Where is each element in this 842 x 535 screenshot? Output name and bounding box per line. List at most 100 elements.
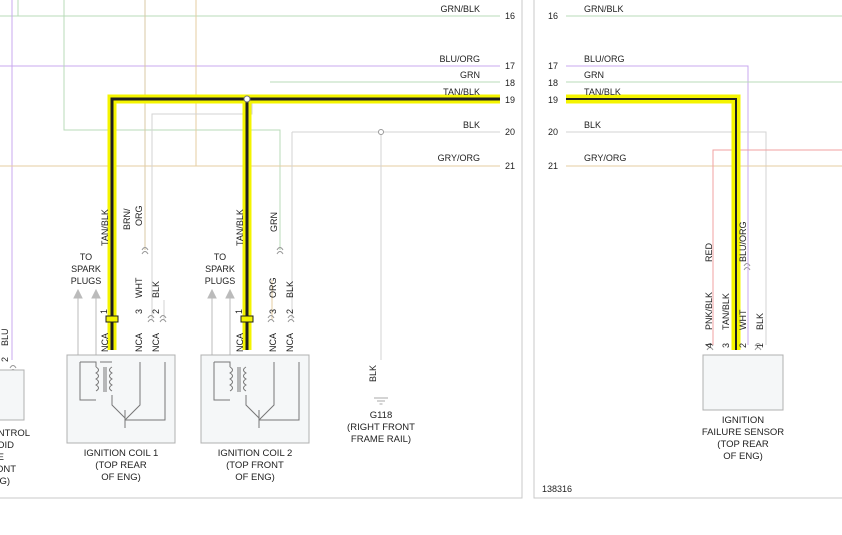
rw19-pin: 19: [548, 95, 558, 105]
left-thin-wires: [0, 0, 500, 360]
left-wire-labels: GRN/BLK 16 BLU/ORG 17 GRN 18 TAN/BLK 19 …: [438, 4, 515, 171]
wire-grn: [63, 0, 281, 250]
lw21-pin: 21: [505, 161, 515, 171]
coil1-brnorg-label-bottom: ORG: [134, 205, 144, 226]
lw20-pin: 20: [505, 127, 515, 137]
lw18-pin: 18: [505, 78, 515, 88]
right-thin-wires: [566, 15, 842, 345]
coil2-tanblk-label: TAN/BLK: [235, 209, 245, 246]
coil2-body: [200, 354, 310, 444]
wire-gry-org: [195, 0, 500, 167]
coil-pin-numbers: 1 3 2 1 3 2 2 NCA NCA NCA NCA NCA NCA: [0, 309, 295, 362]
edge-pin: 2: [0, 357, 10, 362]
sensor-pin-4: 4: [704, 343, 714, 348]
stub-coil1-pins: [147, 315, 167, 323]
coil1-nca-3: NCA: [151, 333, 161, 352]
sensor-pin-numbers: 4 3 2 1: [704, 343, 765, 348]
rw18-pin: 18: [548, 78, 558, 88]
coil1-pin1: 1: [99, 309, 109, 314]
splice-blk: [378, 129, 384, 135]
coil1-body: [66, 354, 176, 444]
edge-caption-5: G): [0, 476, 10, 487]
sensor-wht-label: WHT: [738, 309, 748, 330]
edge-blu-label: BLU: [0, 328, 10, 346]
coil1-pin3: 3: [134, 309, 144, 314]
ignition-coil-2: [200, 354, 310, 444]
edge-caption-1: NTROL: [0, 428, 30, 439]
rw16-label: GRN/BLK: [584, 4, 624, 14]
coil2-pin2: 2: [285, 309, 295, 314]
edge-component-body: [0, 369, 25, 421]
left-vertical-labels: TAN/BLK BRN/ ORG WHT BLK TAN/BLK GRN ORG…: [0, 205, 378, 382]
sensor-tanblk-label: TAN/BLK: [721, 293, 731, 330]
coil1-spark-line2: SPARK: [71, 264, 101, 274]
coil1-caption-2: (TOP REAR: [95, 460, 147, 471]
wire-wht-coil1: [151, 100, 253, 320]
coil1-pin1-mark: [105, 315, 119, 323]
right-vertical-labels: RED BLU/ORG PNK/BLK TAN/BLK WHT BLK: [704, 221, 765, 330]
rw18-label: GRN: [584, 70, 604, 80]
coil1-wht-label: WHT: [134, 277, 144, 298]
sensor-pin-3: 3: [721, 343, 731, 348]
sensor-pnkblk-label: PNK/BLK: [704, 292, 714, 330]
right-wire-labels: 16 GRN/BLK 17 BLU/ORG 18 GRN 19 TAN/BLK …: [548, 4, 626, 171]
coil2-spark-arrow-a: [207, 288, 217, 355]
coil2-org-label: ORG: [268, 277, 278, 298]
sensor-caption-2: FAILURE SENSOR: [702, 427, 784, 438]
lw17-pin: 17: [505, 61, 515, 71]
coil1-nca-1: NCA: [100, 333, 110, 352]
sensor-bluorg-label: BLU/ORG: [738, 221, 748, 262]
left-highlighted-circuit: [107, 94, 500, 350]
sensor-pin-1: 1: [755, 343, 765, 348]
lw19-label: TAN/BLK: [443, 87, 480, 97]
coil2-nca-3: NCA: [285, 333, 295, 352]
r-tan-blk-core: [566, 98, 737, 350]
connector-stubs: [9, 247, 762, 373]
rw17-label: BLU/ORG: [584, 54, 625, 64]
coil2-caption-3: OF ENG): [235, 472, 275, 483]
stub-sensor: [706, 263, 762, 351]
sensor-caption-3: (TOP REAR: [717, 439, 769, 450]
rw20-label: BLK: [584, 120, 601, 130]
coil2-spark-line1: TO: [214, 252, 226, 262]
coil1-transformer-icon: [79, 361, 166, 428]
pin1-marks: [105, 315, 254, 323]
lw17-label: BLU/ORG: [439, 54, 480, 64]
rw21-label: GRY/ORG: [584, 153, 626, 163]
ignition-coil-1: [66, 354, 176, 444]
lw21-label: GRY/ORG: [438, 153, 480, 163]
ignition-failure-sensor: IGNITION FAILURE SENSOR (TOP REAR OF ENG…: [702, 354, 784, 462]
sensor-red-label: RED: [704, 242, 714, 262]
coil1-spark-arrow-a: [73, 288, 83, 355]
coil1-spark-line3: PLUGS: [71, 276, 102, 286]
coil2-spark-line2: SPARK: [205, 264, 235, 274]
ground-caption-3: FRAME RAIL): [351, 434, 411, 445]
stub-coil1-brnorg: [141, 247, 149, 255]
coil2-blk-label: BLK: [285, 281, 295, 298]
rwire-red: [712, 149, 842, 345]
coil2-nca-1: NCA: [235, 333, 245, 352]
coil2-spark-line3: PLUGS: [205, 276, 236, 286]
sensor-blk-label: BLK: [755, 313, 765, 330]
coil1-blk-label: BLK: [151, 281, 161, 298]
lw16-pin: 16: [505, 11, 515, 21]
sensor-pin-2: 2: [738, 343, 748, 348]
coil2-nca-2: NCA: [268, 333, 278, 352]
right-panel-frame: [533, 0, 842, 499]
lw19-pin: 19: [505, 95, 515, 105]
tan-blk-core: [110, 97, 500, 350]
rw19-label: TAN/BLK: [584, 87, 621, 97]
rw16-pin: 16: [548, 11, 558, 21]
spark-plug-outputs: TO SPARK PLUGS TO SPARK PLUGS: [71, 252, 236, 355]
splices: [243, 95, 384, 135]
coil2-transformer-icon: [213, 361, 300, 428]
stub-coil2-pins: [267, 315, 295, 323]
left-panel-frame: [0, 0, 523, 499]
coil1-caption-1: IGNITION COIL 1: [84, 448, 159, 459]
coil1-brnorg-label-top: BRN/: [122, 208, 132, 230]
edge-caption-3: E: [0, 452, 4, 463]
edge-component: NTROL OID E RONT G): [0, 369, 30, 487]
coil2-spark-arrow-b: [225, 288, 235, 355]
coil2-grn-label: GRN: [269, 212, 279, 232]
